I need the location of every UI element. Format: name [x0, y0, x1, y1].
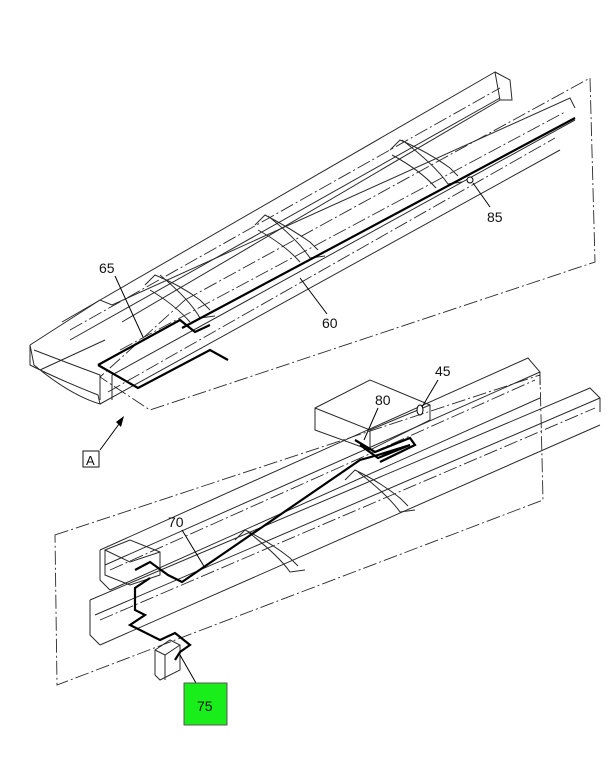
callout-65[interactable]: 65: [99, 260, 115, 276]
upper-view-plane: [99, 77, 596, 411]
callout-80[interactable]: 80: [375, 392, 391, 408]
lower-inner-rail-lines: [99, 379, 596, 621]
upper-frame-assembly: [29, 71, 596, 411]
callout-85[interactable]: 85: [487, 209, 503, 225]
lower-bracket-75: [154, 639, 181, 681]
callout-70[interactable]: 70: [168, 514, 184, 530]
callout-75-highlight[interactable]: [183, 682, 228, 726]
harness-75: [127, 577, 192, 661]
upper-rail-end: [29, 344, 101, 405]
view-a-arrow-shaft: [99, 419, 123, 451]
callout-45[interactable]: 45: [435, 363, 451, 379]
upper-inner-rail-lines: [69, 87, 566, 393]
leader-80: [363, 407, 379, 441]
fastener-45: [416, 404, 424, 416]
lower-rear-rail: [99, 357, 541, 591]
lower-crossmember-2: [344, 469, 416, 513]
harness-70: [134, 443, 411, 584]
view-a-box[interactable]: [82, 450, 100, 468]
upper-front-rail: [29, 97, 576, 405]
leader-60: [299, 277, 328, 315]
callout-75[interactable]: 75: [197, 698, 213, 714]
lower-bracket-80: [314, 379, 431, 451]
callout-60[interactable]: 60: [322, 315, 338, 331]
upper-crossmember-2: [254, 214, 326, 263]
lower-bracket-70: [104, 539, 161, 586]
upper-crossmember-3: [389, 139, 463, 189]
leader-70: [181, 529, 206, 569]
leader-65: [114, 275, 144, 338]
lower-view-plane: [54, 374, 544, 686]
leader-lines: [99, 182, 491, 691]
view-a-arrowhead: [116, 416, 124, 427]
view-a-label: A: [86, 453, 95, 468]
lower-frame-assembly: [54, 357, 601, 686]
connector-85: [466, 176, 474, 184]
harness-65: [97, 318, 229, 390]
leader-85: [472, 182, 491, 208]
leader-45: [421, 379, 439, 408]
lower-crossmember-1: [234, 529, 306, 573]
upper-rear-rail: [61, 71, 513, 341]
harness-60: [181, 117, 576, 329]
lower-front-rail: [89, 387, 601, 646]
harness-80: [354, 436, 417, 463]
